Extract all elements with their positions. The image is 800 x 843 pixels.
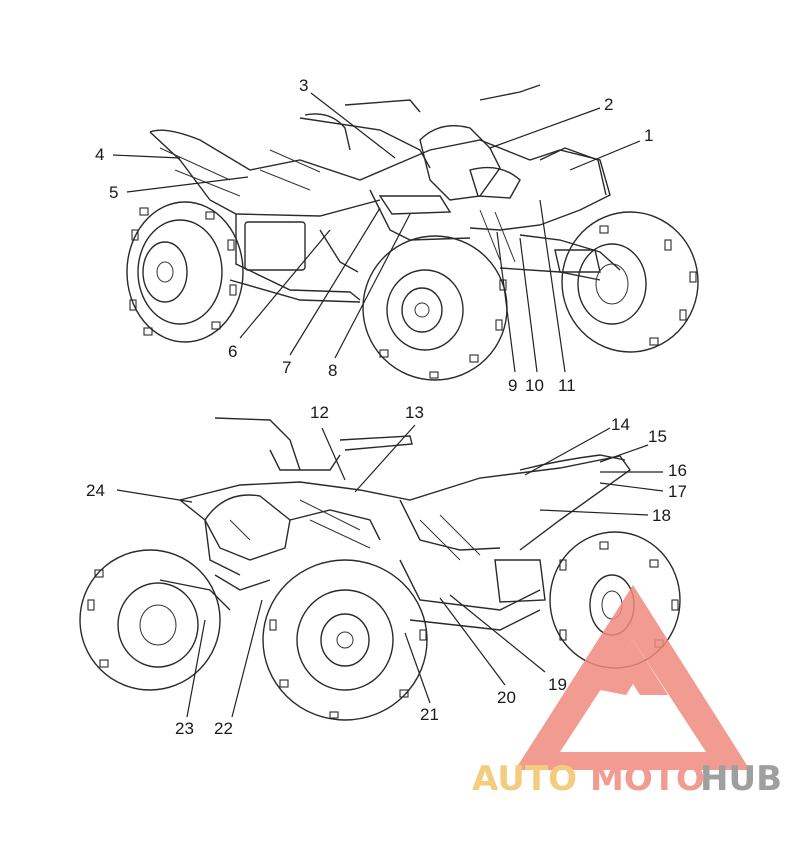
callout-6: 6	[228, 342, 237, 361]
atv-bottom-illustration	[79, 417, 681, 721]
callout-17: 17	[668, 482, 687, 501]
atv-top-front-wheel	[362, 235, 508, 381]
watermark-word-moto: MOTO	[590, 759, 705, 799]
atv-top-body	[149, 84, 621, 303]
callout-15: 15	[648, 427, 667, 446]
callout-1: 1	[644, 126, 653, 145]
callout-22: 22	[214, 719, 233, 738]
callout-2: 2	[604, 95, 613, 114]
callout-21: 21	[420, 705, 439, 724]
callout-16: 16	[668, 461, 687, 480]
callout-8: 8	[328, 361, 337, 380]
watermark-word-hub: HUB	[700, 759, 782, 799]
callout-numbers: 3 2 1 4 5 6 7 8 9 10 11 12 13 14 15 16 1…	[86, 76, 687, 738]
callout-11: 11	[558, 376, 576, 395]
watermark-word-auto: AUTO	[472, 759, 577, 799]
watermark-logo: AUTO MOTO HUB	[472, 585, 782, 799]
callout-12: 12	[310, 403, 329, 422]
callout-4: 4	[95, 145, 104, 164]
callout-24: 24	[86, 481, 105, 500]
callout-7: 7	[282, 358, 291, 377]
atv-top-rear-left-wheel	[126, 201, 244, 343]
atv-top-right-wheel	[561, 211, 699, 353]
callout-9: 9	[508, 376, 517, 395]
callout-20: 20	[497, 688, 516, 707]
callout-10: 10	[525, 376, 544, 395]
callout-leaders	[112, 92, 664, 718]
callout-5: 5	[109, 183, 118, 202]
atv-top-tread-marks	[129, 207, 697, 379]
callout-3: 3	[299, 76, 308, 95]
atv-bottom-body	[159, 417, 631, 631]
watermark-triangle-icon	[515, 585, 750, 770]
callout-18: 18	[652, 506, 671, 525]
callout-13: 13	[405, 403, 424, 422]
atv-bottom-left-wheel	[79, 549, 221, 691]
atv-top-illustration	[126, 84, 699, 381]
callout-19: 19	[548, 675, 567, 694]
callout-14: 14	[611, 415, 630, 434]
atv-bottom-front-wheel	[262, 559, 428, 721]
callout-23: 23	[175, 719, 194, 738]
